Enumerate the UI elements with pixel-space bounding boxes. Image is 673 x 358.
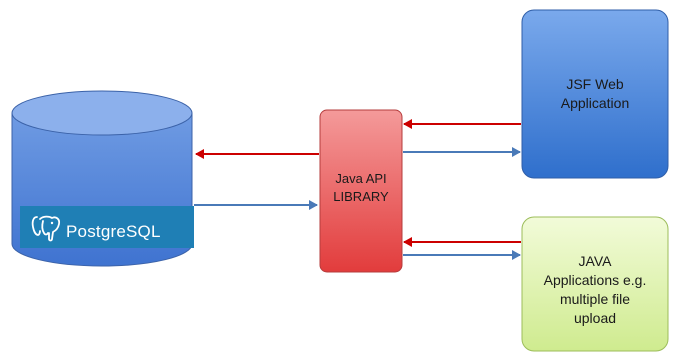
java-apps-label-line1: JAVA	[578, 253, 612, 269]
java-apps-label-line4: upload	[573, 310, 617, 326]
jsf-web-application-label: JSF Web Application	[522, 75, 668, 113]
jsf-web-application-box	[521, 9, 669, 179]
postgresql-elephant-icon	[31, 215, 61, 242]
java-applications-box	[521, 216, 669, 352]
jsf-label-line1: JSF Web	[566, 76, 624, 92]
postgresql-logo-text: PostgreSQL	[66, 222, 161, 241]
java-api-library-label: Java API LIBRARY	[320, 170, 402, 206]
jsf-label-line2: Application	[560, 95, 630, 111]
java-applications-label: JAVA Applications e.g. multiple file upl…	[522, 252, 668, 328]
java-apps-label-line3: multiple file	[559, 291, 631, 307]
java-apps-label-line2: Applications e.g.	[543, 272, 647, 288]
java-api-label-line1: Java API	[335, 171, 387, 186]
java-api-library-box	[319, 109, 403, 273]
java-api-label-line2: LIBRARY	[333, 189, 389, 204]
